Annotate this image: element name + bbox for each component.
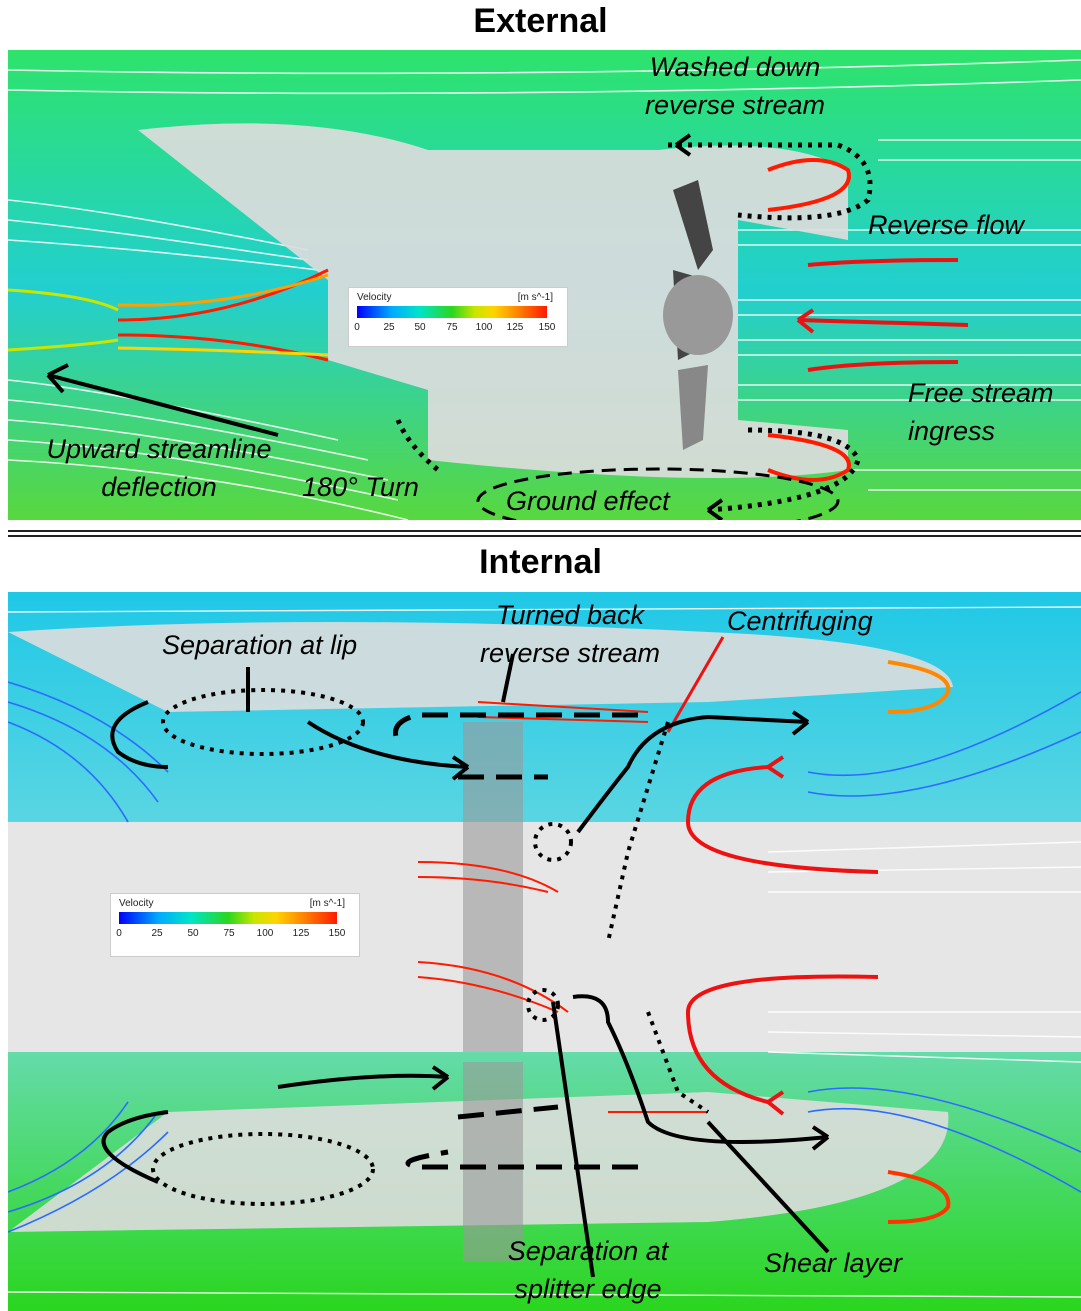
panel-divider <box>8 530 1081 532</box>
internal-title: Internal <box>479 543 602 581</box>
legend-tick: 100 <box>256 928 274 939</box>
free-stream-line1: Free stream <box>908 378 1054 408</box>
legend-tick: 125 <box>506 322 524 333</box>
free-stream-line2: ingress <box>908 416 996 446</box>
legend-tick: 75 <box>446 322 458 333</box>
turned-back-label: Turned back reverse stream <box>460 596 680 672</box>
external-velocity-legend: Velocity [m s^-1] 0 25 50 75 100 125 150 <box>348 287 568 347</box>
shear-layer-label: Shear layer <box>764 1248 903 1278</box>
separation-lip-label: Separation at lip <box>162 630 358 660</box>
legend-unit: [m s^-1] <box>517 292 553 303</box>
legend-tick: 25 <box>383 322 395 333</box>
turned-back-line2: reverse stream <box>479 638 661 668</box>
separation-splitter-line2: splitter edge <box>514 1274 662 1304</box>
legend-colorbar <box>119 912 337 924</box>
free-stream-label: Free stream ingress <box>908 374 1054 450</box>
legend-tick: 0 <box>116 928 122 939</box>
washed-down-line2: reverse stream <box>644 90 826 120</box>
legend-title: Velocity <box>357 292 392 303</box>
legend-tick: 125 <box>292 928 310 939</box>
washed-down-label: Washed down reverse stream <box>630 48 840 124</box>
turned-back-line1: Turned back <box>495 600 645 630</box>
reverse-flow-label: Reverse flow <box>868 210 1025 240</box>
legend-tick: 0 <box>354 322 360 333</box>
internal-velocity-legend: Velocity [m s^-1] 0 25 50 75 100 125 150 <box>110 893 360 957</box>
legend-tick: 150 <box>328 928 346 939</box>
legend-tick: 50 <box>187 928 199 939</box>
upward-deflection-label: Upward streamline deflection <box>28 430 290 506</box>
external-title: External <box>473 2 608 40</box>
legend-tick: 50 <box>414 322 426 333</box>
turn-label: 180° Turn <box>302 472 419 502</box>
ground-effect-label: Ground effect <box>506 486 670 516</box>
washed-down-line1: Washed down <box>649 52 821 82</box>
upward-line1: Upward streamline <box>46 434 272 464</box>
internal-panel <box>8 592 1081 1311</box>
upward-line2: deflection <box>101 472 217 502</box>
separation-splitter-line1: Separation at <box>507 1236 669 1266</box>
legend-tick: 100 <box>475 322 493 333</box>
legend-unit: [m s^-1] <box>309 898 345 909</box>
fan-icon <box>663 180 733 450</box>
legend-tick: 25 <box>151 928 163 939</box>
legend-tick: 75 <box>223 928 235 939</box>
separation-splitter-label: Separation at splitter edge <box>488 1232 688 1308</box>
legend-colorbar <box>357 306 547 318</box>
panel-divider-2 <box>8 535 1081 537</box>
internal-flow-image <box>8 592 1081 1311</box>
centrifuging-label: Centrifuging <box>727 606 873 636</box>
legend-title: Velocity <box>119 898 154 909</box>
legend-tick: 150 <box>538 322 556 333</box>
